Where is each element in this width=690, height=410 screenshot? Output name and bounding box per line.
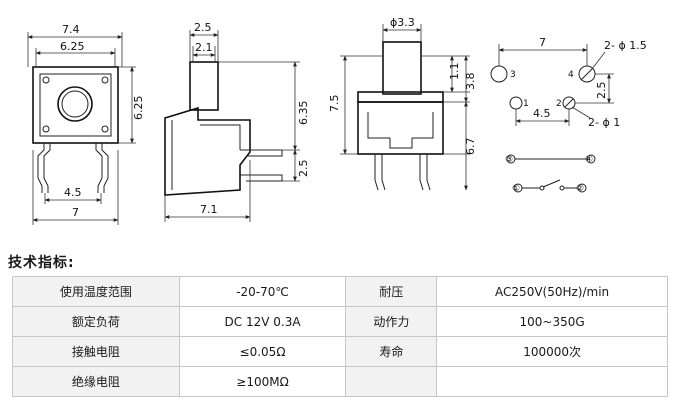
- spec-label: [345, 366, 438, 397]
- pcb-width: 7: [539, 36, 546, 49]
- circuit-pin-2: ②: [576, 184, 584, 194]
- pcb-pin-1: 1: [523, 99, 529, 109]
- spec-value: 100000次: [436, 336, 668, 367]
- table-row: 接触电阻 ≤0.05Ω 寿命 100000次: [12, 336, 668, 367]
- shaft-diameter: ϕ3.3: [390, 16, 415, 29]
- circuit-pin-1: ①: [512, 184, 520, 194]
- spec-label: 耐压: [345, 276, 438, 307]
- spec-value: 100~350G: [436, 306, 668, 337]
- pcb-big-holes: 2- ϕ 1.5: [604, 39, 647, 52]
- section-view: ϕ3.3 7.5 1.1 3.8 6.7: [328, 16, 477, 191]
- section-mid: 3.8: [464, 73, 477, 91]
- spec-label: 绝缘电阻: [12, 366, 180, 397]
- spec-label: 使用温度范围: [12, 276, 180, 307]
- spec-value: ≤0.05Ω: [178, 336, 347, 367]
- side-view: 2.5 2.1 6.35 2.5 7.1: [164, 21, 310, 222]
- section-lower: 6.7: [464, 138, 477, 156]
- pcb-pin-4: 4: [568, 70, 574, 80]
- side-pin-height: 2.5: [297, 160, 310, 178]
- side-height: 6.35: [297, 101, 310, 126]
- circuit-symbol: ③ ④ ① ②: [505, 154, 596, 194]
- pcb-pin-2: 2: [556, 99, 562, 109]
- pcb-layout: 3 4 1 2 7 2- ϕ 1.5 2.5 4.5 2- ϕ 1: [490, 36, 647, 129]
- side-bottom-width: 7.1: [200, 203, 218, 216]
- pcb-height: 2.5: [595, 82, 608, 100]
- dimension-drawing: 7.4 6.25 6.25 4.5 7 2.5 2.1: [27, 16, 647, 225]
- spec-label: 寿命: [345, 336, 438, 367]
- spec-value: DC 12V 0.3A: [178, 306, 347, 337]
- side-top-outer: 2.5: [194, 21, 212, 34]
- section-height: 7.5: [328, 95, 341, 113]
- front-pin-span: 4.5: [64, 186, 82, 199]
- spec-label: 接触电阻: [12, 336, 180, 367]
- spec-value: AC250V(50Hz)/min: [436, 276, 668, 307]
- front-width-outer: 7.4: [62, 23, 80, 36]
- front-bottom-width: 7: [72, 206, 79, 219]
- pcb-pin-3: 3: [510, 70, 516, 80]
- section-title: 技术指标:: [8, 255, 75, 271]
- front-width-inner: 6.25: [60, 40, 85, 53]
- section-top: 1.1: [448, 63, 461, 81]
- front-height: 6.25: [132, 96, 145, 121]
- circuit-pin-3: ③: [505, 155, 513, 165]
- circuit-pin-4: ④: [585, 155, 593, 165]
- spec-label: 动作力: [345, 306, 438, 337]
- spec-value: ≥100MΩ: [178, 366, 347, 397]
- front-view: 7.4 6.25 6.25 4.5 7: [27, 23, 145, 225]
- spec-label: 额定负荷: [12, 306, 180, 337]
- side-top-inner: 2.1: [195, 41, 213, 54]
- pcb-small-width: 4.5: [533, 107, 551, 120]
- table-row: 使用温度范围 -20-70℃ 耐压 AC250V(50Hz)/min: [12, 276, 668, 307]
- spec-value: [436, 366, 668, 397]
- table-row: 绝缘电阻 ≥100MΩ: [12, 366, 668, 397]
- spec-value: -20-70℃: [178, 276, 347, 307]
- pcb-small-holes: 2- ϕ 1: [588, 116, 620, 129]
- table-row: 额定负荷 DC 12V 0.3A 动作力 100~350G: [12, 306, 668, 337]
- spec-table: 使用温度范围 -20-70℃ 耐压 AC250V(50Hz)/min 额定负荷 …: [12, 276, 668, 397]
